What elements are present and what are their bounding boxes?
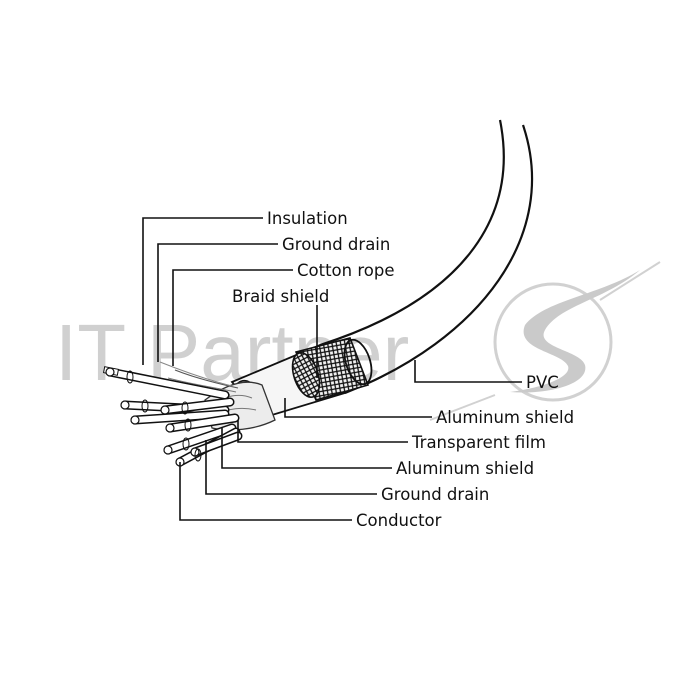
label-conductor: Conductor <box>356 511 442 530</box>
leader-ground-drain-bottom <box>205 440 377 495</box>
label-braid-shield: Braid shield <box>232 287 329 306</box>
label-pvc: PVC <box>526 373 559 392</box>
leader-cotton-rope <box>172 269 293 366</box>
label-aluminum-shield-inner: Aluminum shield <box>396 459 534 478</box>
leader-ground-drain-top <box>157 243 278 362</box>
leader-insulation <box>142 217 263 365</box>
watermark-logo-icon <box>429 261 661 421</box>
leader-transparent-film <box>237 420 408 443</box>
leader-pvc <box>414 360 522 383</box>
leader-conductor <box>179 462 352 521</box>
leader-aluminum-shield-outer <box>284 398 432 418</box>
braid-shield <box>291 337 373 401</box>
leader-lines <box>142 217 522 521</box>
label-insulation: Insulation <box>267 209 348 228</box>
label-ground-drain-bottom: Ground drain <box>381 485 489 504</box>
label-transparent-film: Transparent film <box>411 433 546 452</box>
labels: Insulation Ground drain Cotton rope Brai… <box>232 209 574 530</box>
label-ground-drain-top: Ground drain <box>282 235 390 254</box>
leader-aluminum-shield-inner <box>221 428 392 469</box>
label-aluminum-shield-outer: Aluminum shield <box>436 408 574 427</box>
cable-jacket <box>319 119 534 395</box>
label-cotton-rope: Cotton rope <box>297 261 395 280</box>
